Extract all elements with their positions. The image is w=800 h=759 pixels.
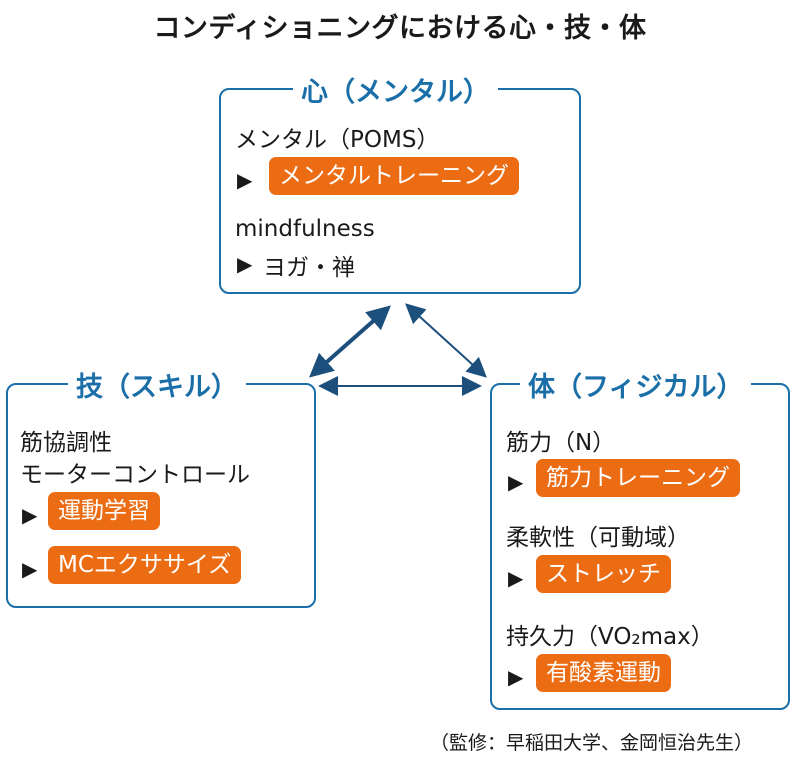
- body-heading: 体（フィジカル）: [520, 365, 752, 404]
- mind-action-mental-training: メンタルトレーニング: [269, 157, 519, 195]
- skill-item-muscle-coordination: 筋協調性: [20, 430, 112, 456]
- body-box: 体（フィジカル） 筋力（N） ▶ 筋力トレーニング 柔軟性（可動域） ▶ ストレ…: [490, 365, 790, 710]
- skill-heading: 技（スキル）: [68, 365, 246, 404]
- body-action-strength-training: 筋力トレーニング: [536, 459, 740, 497]
- mind-item-poms: メンタル（POMS）: [235, 127, 440, 153]
- mind-item-mindfulness: mindfulness: [235, 216, 375, 242]
- diagram-title: コンディショニングにおける心・技・体: [153, 13, 647, 44]
- mind-action-yoga-zen: ヨガ・禅: [263, 255, 355, 281]
- triangle-bullet-icon: ▶: [22, 503, 38, 527]
- skill-box: 技（スキル） 筋協調性 モーターコントロール ▶ 運動学習 ▶ MCエクササイズ: [6, 365, 316, 608]
- body-action-stretch: ストレッチ: [536, 555, 671, 593]
- triangle-bullet-icon: ▶: [237, 168, 253, 192]
- triangle-bullet-icon: ▶: [508, 665, 524, 689]
- skill-action-motor-learning: 運動学習: [48, 492, 160, 530]
- skill-action-mc-exercise: MCエクササイズ: [48, 546, 242, 584]
- supervision-credit: （監修：早稲田大学、金岡恒治先生）: [430, 732, 754, 754]
- mind-skill-arrow: [308, 305, 392, 378]
- body-item-endurance: 持久力（VO₂max）: [506, 624, 714, 650]
- triangle-bullet-icon: ▶: [237, 252, 253, 276]
- triangle-bullet-icon: ▶: [508, 470, 524, 494]
- body-item-flexibility: 柔軟性（可動域）: [506, 525, 690, 551]
- mind-box: 心（メンタル） メンタル（POMS） ▶ メンタルトレーニング mindfuln…: [219, 70, 581, 294]
- body-item-strength: 筋力（N）: [506, 430, 616, 456]
- mind-body-arrow: [405, 303, 487, 378]
- skill-item-motor-control: モーターコントロール: [20, 462, 250, 488]
- triangle-bullet-icon: ▶: [22, 557, 38, 581]
- triangle-bullet-icon: ▶: [508, 566, 524, 590]
- body-action-aerobic-exercise: 有酸素運動: [536, 654, 671, 692]
- mind-heading: 心（メンタル）: [293, 70, 498, 109]
